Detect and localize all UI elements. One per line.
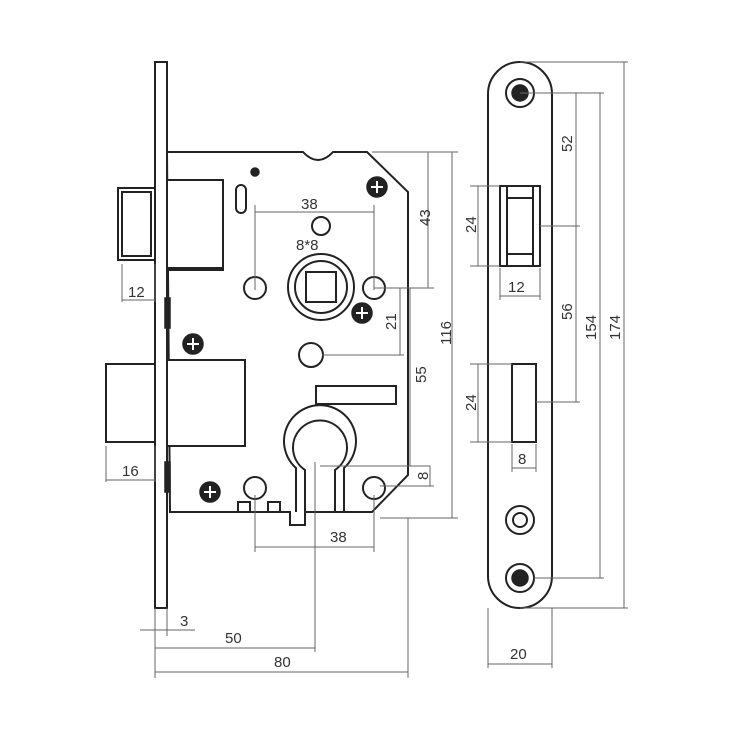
body-screws <box>182 176 388 503</box>
spindle-hub <box>287 253 355 321</box>
dim-latch-width: 12 <box>128 284 145 301</box>
dim-strike-latch-width: 12 <box>508 279 525 296</box>
dim-strike-top-offset: 52 <box>559 135 576 152</box>
dim-deadbolt-width: 16 <box>122 463 139 480</box>
dim-strike-slot-spacing: 56 <box>559 303 576 320</box>
faceplate <box>154 61 168 609</box>
latch-bolt <box>117 179 224 271</box>
dim-bottom-offset: 8 <box>415 472 432 480</box>
strike-plate <box>487 61 553 609</box>
dim-strike-bolt-width: 8 <box>518 451 526 468</box>
dim-spindle-size: 8*8 <box>296 237 319 254</box>
dim-case-height: 116 <box>438 321 455 345</box>
dim-case-width: 80 <box>274 654 291 671</box>
deadbolt <box>105 359 246 447</box>
dim-spindle-to-screw: 38 <box>301 196 318 213</box>
dim-cylinder-screw-spacing: 38 <box>330 529 347 546</box>
dim-strike-width: 20 <box>510 646 527 663</box>
dim-strike-latch-height: 24 <box>463 216 480 233</box>
dim-strike-screw-spacing: 154 <box>583 315 600 340</box>
dim-strike-length: 174 <box>607 315 624 340</box>
dim-strike-bolt-height: 24 <box>463 394 480 411</box>
dim-top-offset: 43 <box>417 209 434 226</box>
dim-spindle-to-cylinder: 55 <box>413 366 430 383</box>
dim-faceplate-thickness: 3 <box>180 613 188 630</box>
cylinder-hole <box>283 404 357 512</box>
lock-dimensions: 38 8*8 12 16 21 43 116 55 8 <box>105 151 458 678</box>
dim-backset: 50 <box>225 630 242 647</box>
strike-dimensions: 24 12 24 8 52 56 154 174 <box>463 61 628 668</box>
dim-small-offset: 21 <box>383 313 400 330</box>
